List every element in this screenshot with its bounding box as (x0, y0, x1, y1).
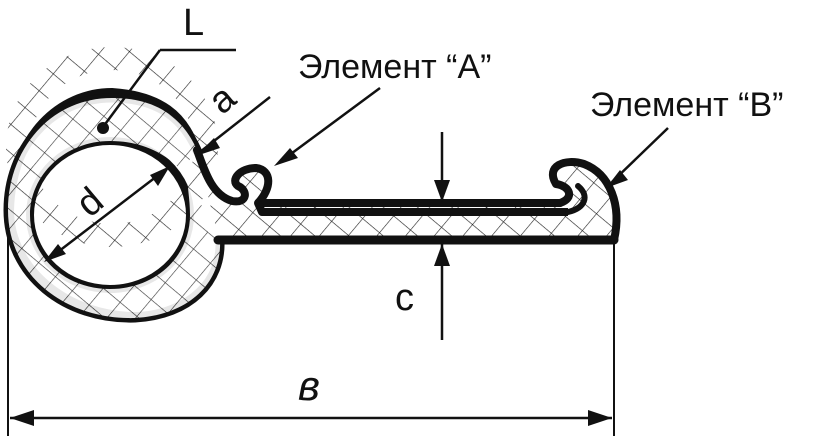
label-b: в (298, 362, 320, 409)
label-c: c (395, 277, 414, 319)
dimension-a (196, 96, 271, 156)
leader-element-b (606, 127, 669, 188)
point-L-dot (97, 122, 109, 134)
ring-hatch (8, 98, 221, 319)
dimension-c (434, 132, 450, 340)
leader-L (97, 48, 236, 134)
strip-body (193, 146, 621, 245)
dimension-d (44, 166, 170, 262)
label-L: L (183, 2, 204, 44)
label-element-a: Элемент “A” (298, 48, 491, 86)
leader-element-a (274, 86, 381, 166)
label-element-b: Элемент “B” (590, 86, 783, 124)
dimension-b (7, 236, 615, 436)
